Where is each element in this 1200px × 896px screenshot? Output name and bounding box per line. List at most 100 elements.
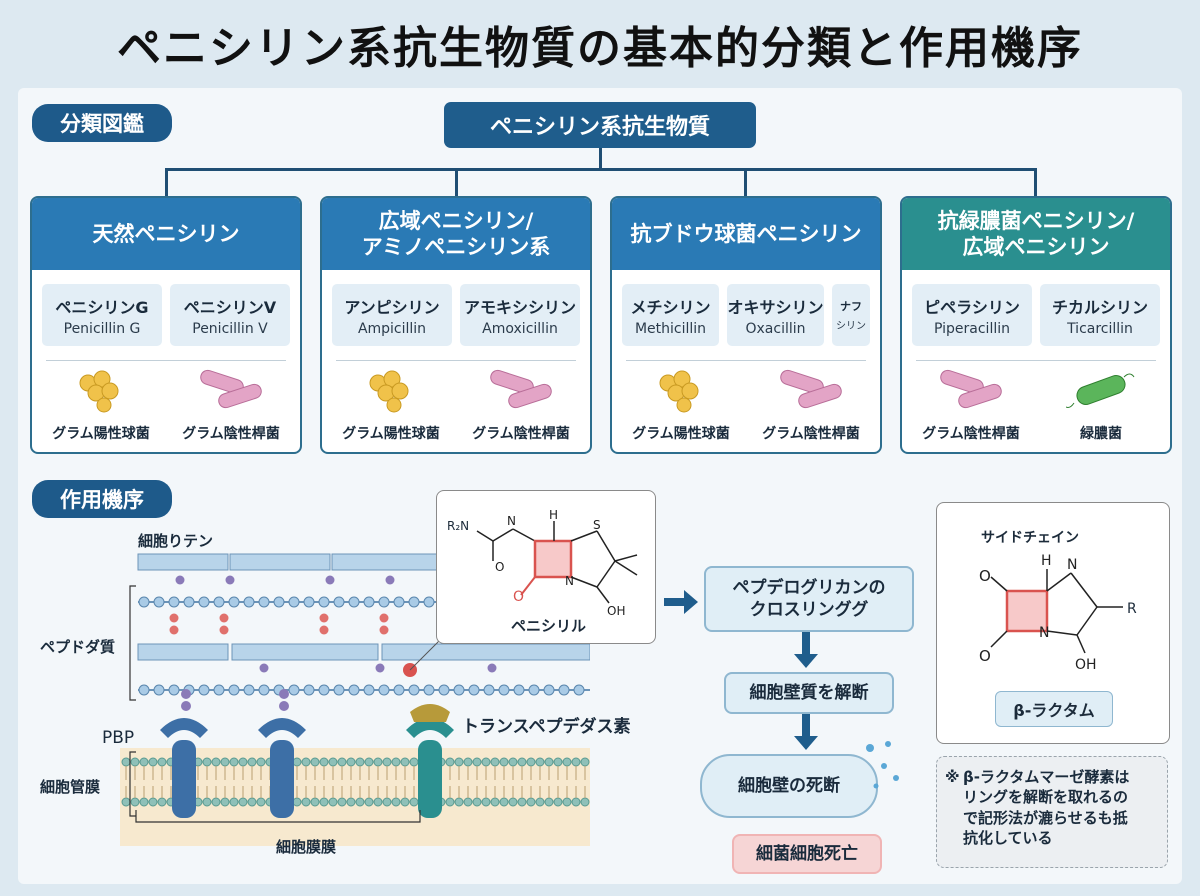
rod-icon <box>776 365 846 419</box>
burst-droplets-icon <box>866 741 899 789</box>
drug-name-en: Ampicillin <box>357 320 427 337</box>
enzyme-label: トランスペプデダス素 <box>462 717 631 737</box>
drug-name-jp: アンピシリン <box>344 297 440 317</box>
cocci-icon <box>646 365 716 419</box>
bacteria-label: グラム陰性桿菌 <box>922 426 1020 442</box>
bacteria-item: グラム陰性桿菌 <box>456 365 586 443</box>
drug-name-jp: メチシリン <box>630 297 711 317</box>
drug-name-jp: オキサシリン <box>727 297 824 317</box>
svg-text:O: O <box>495 560 504 574</box>
tree-connector <box>1034 168 1037 196</box>
rod-icon <box>936 365 1006 419</box>
pseudomonas-icon <box>1065 365 1136 419</box>
svg-text:O: O <box>979 647 991 665</box>
bacteria-item: グラム陰性桿菌 <box>746 365 876 443</box>
drug-name-jp: アモキシシリン <box>463 297 576 317</box>
bacteria-item: グラム陽性球菌 <box>36 365 166 443</box>
drug-name-jp: チカルシリン <box>1051 297 1148 317</box>
bacteria-item: グラム陽性球菌 <box>616 365 746 443</box>
svg-text:O: O <box>513 589 524 605</box>
svg-text:N: N <box>1067 557 1077 573</box>
svg-text:OH: OH <box>1075 657 1097 673</box>
section-label-classification: 分類図鑑 <box>32 104 172 142</box>
bacteria-label: グラム陰性桿菌 <box>762 426 860 442</box>
bottom-membrane-label: 細胞膜膜 <box>276 838 337 856</box>
category-title: 抗緑膿菌ペニシリン/ 広域ペニシリン <box>902 198 1170 270</box>
drug-item: アモキシシリン Amoxicillin <box>460 284 580 346</box>
penicillin-r-group: R₂N <box>447 519 470 533</box>
svg-text:N: N <box>565 574 574 588</box>
svg-text:N: N <box>1039 625 1049 641</box>
cocci-icon <box>356 365 426 419</box>
drug-name-en: Penicillin V <box>192 320 268 337</box>
drug-name-en: Oxacillin <box>745 320 806 337</box>
flow-step-wall-death: 細胞壁の死断 <box>700 754 878 818</box>
drug-name-en: Amoxicillin <box>482 320 558 337</box>
sidechain-label: サイドチェイン <box>981 530 1079 546</box>
bacteria-label: グラム陽性球菌 <box>52 426 150 442</box>
card-divider <box>626 360 866 361</box>
tree-connector <box>165 168 1037 171</box>
penicillin-name: ペニシリル <box>511 617 587 635</box>
bacteria-item: グラム陽性球菌 <box>326 365 456 443</box>
category-card: 抗緑膿菌ペニシリン/ 広域ペニシリンピペラシリン Piperacillin チカルシ… <box>900 196 1172 454</box>
drug-name-en: Piperacillin <box>934 320 1010 337</box>
target-bacteria: グラム陽性球菌グラム陰性桿菌 <box>32 361 300 443</box>
drug-list: アンピシリン Ampicillin アモキシシリン Amoxicillin <box>322 270 590 346</box>
svg-text:O: O <box>979 567 991 585</box>
drug-item: アンピシリン Ampicillin <box>332 284 452 346</box>
target-bacteria: グラム陽性球菌グラム陰性桿菌 <box>322 361 590 443</box>
note-text: β-ラクタムマーゼ酵素は リングを解断を取れるの で記形法が漉らせるも抵 抗化し… <box>963 768 1130 847</box>
flow-step-crosslink: ペプデログリカンの クロスリンググ <box>704 566 914 632</box>
drug-item: ペニシリンG Penicillin G <box>42 284 162 346</box>
rod-icon <box>196 365 266 419</box>
cell-wall-label: 細胞りテン <box>138 532 214 550</box>
membrane-label: 細胞管膜 <box>40 778 101 796</box>
drug-item: ピペラシリン Piperacillin <box>912 284 1032 346</box>
drug-name-jp: ナフ <box>840 300 862 313</box>
pbp-label: PBP <box>102 728 135 748</box>
page-title: ペニシリン系抗生物質の基本的分類と作用機序 <box>117 23 1083 74</box>
bacteria-label: グラム陰性桿菌 <box>472 426 570 442</box>
drug-name-en: Penicillin G <box>63 320 141 337</box>
sidechain-r-group: R <box>1127 601 1137 617</box>
svg-text:S: S <box>593 518 601 532</box>
category-title: 広域ペニシリン/ アミノペニシリン系 <box>322 198 590 270</box>
drug-name-en: Methicillin <box>634 320 707 337</box>
pbp-protein-3 <box>406 704 454 818</box>
drug-item: メチシリン Methicillin <box>622 284 719 346</box>
drug-name-jp: ペニシリンG <box>55 297 149 317</box>
tree-connector <box>165 168 168 196</box>
arrow-down-icon <box>794 632 818 668</box>
cocci-icon <box>66 365 136 419</box>
drug-name-jp: ピペラシリン <box>924 297 1020 317</box>
penicillin-structure-icon: O O N H S N OH <box>476 508 638 618</box>
drug-item: ナフシリン <box>832 284 870 346</box>
bacteria-item: 緑膿菌 <box>1036 365 1166 443</box>
penicillin-structure-callout: O O N H S N OH R₂N ペニシリル <box>436 490 656 644</box>
note-mark: ※ <box>945 768 960 786</box>
beta-lactam-ring-icon: O O H N N OH <box>979 553 1123 673</box>
category-card: 広域ペニシリン/ アミノペニシリン系アンピシリン Ampicillin アモキシシリ… <box>320 196 592 454</box>
bacteria-label: 緑膿菌 <box>1080 426 1122 442</box>
tree-connector <box>455 168 458 196</box>
tree-connector <box>744 168 747 196</box>
beta-lactam-structure-panel: サイドチェイン O O H N N OH R β-ラクタム <box>936 502 1170 744</box>
root-category-box: ペニシリン系抗生物質 <box>444 102 756 148</box>
beta-lactam-label: β-ラクタム <box>995 691 1113 727</box>
bacteria-item: グラム陰性桿菌 <box>906 365 1036 443</box>
category-title: 天然ペニシリン <box>32 198 300 270</box>
svg-text:H: H <box>549 508 558 522</box>
card-divider <box>916 360 1156 361</box>
card-divider <box>46 360 286 361</box>
bacteria-item: グラム陰性桿菌 <box>166 365 296 443</box>
drug-name-en: Ticarcillin <box>1067 320 1133 337</box>
tree-connector <box>599 148 602 170</box>
svg-text:OH: OH <box>607 604 625 618</box>
arrow-down-icon <box>794 714 818 750</box>
flow-step-bacterial-death: 細菌細胞死亡 <box>732 834 882 874</box>
